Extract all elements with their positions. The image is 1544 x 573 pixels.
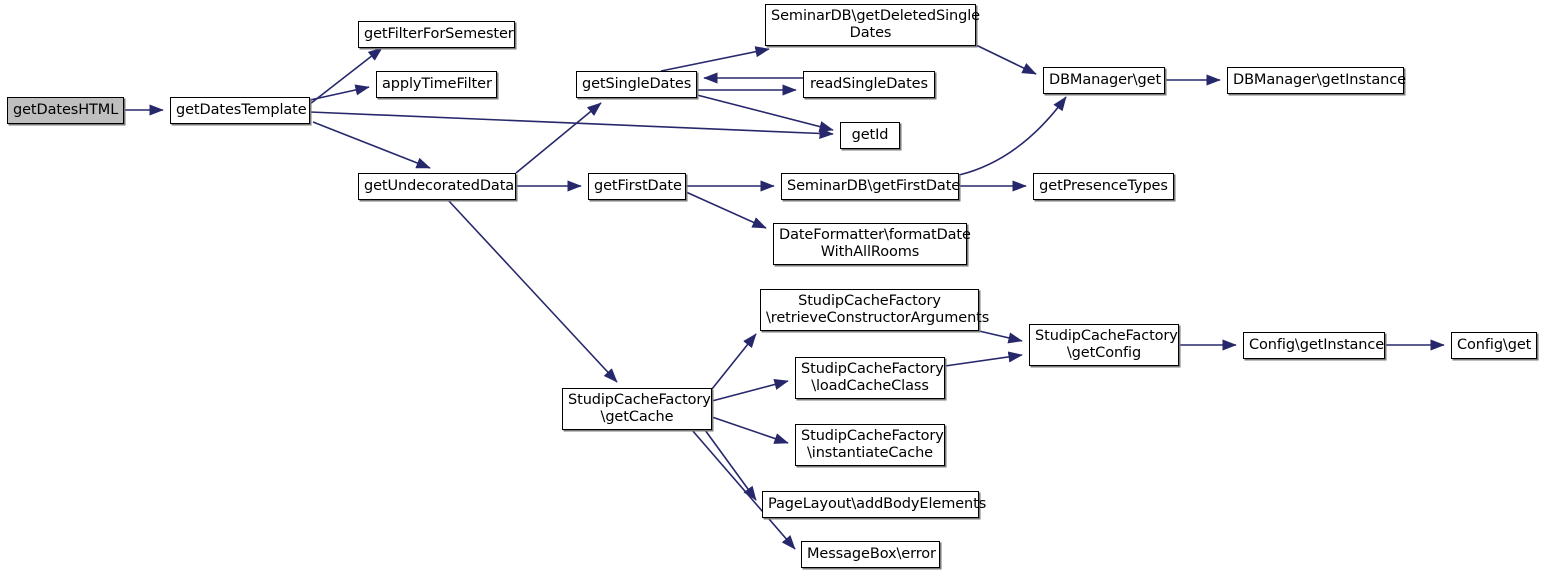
edge-getSingleDates-to-getDeletedSingleDates — [660, 46, 770, 72]
node-instantiateCache[interactable]: StudipCacheFactory \instantiateCache — [795, 424, 945, 466]
edge-getCache-to-loadCacheClass — [711, 379, 789, 402]
node-getDatesTemplate[interactable]: getDatesTemplate — [170, 97, 310, 124]
node-label-ConfigGet: Config\get — [1457, 337, 1532, 353]
node-getFilterForSemester[interactable]: getFilterForSemester — [358, 21, 515, 48]
edge-getUndecoratedData-to-getCache — [447, 199, 618, 383]
edge-retrieveConstructorArguments-to-getConfig — [978, 330, 1023, 344]
node-label-getUndecoratedData: getUndecoratedData — [364, 178, 515, 194]
node-applyTimeFilter[interactable]: applyTimeFilter — [376, 71, 497, 98]
node-getId[interactable]: getId — [840, 122, 900, 149]
node-label-getDatesTemplate: getDatesTemplate — [176, 102, 307, 118]
node-label-getId: getId — [851, 127, 889, 143]
node-label-getDeletedSingleDates: SeminarDB\getDeletedSingle Dates — [771, 8, 980, 41]
node-ConfigGet[interactable]: Config\get — [1451, 332, 1537, 359]
node-label-getFilterForSemester: getFilterForSemester — [364, 26, 514, 42]
edge-getDatesTemplate-to-getId — [309, 111, 834, 140]
node-addBodyElements[interactable]: PageLayout\addBodyElements — [762, 491, 987, 518]
node-loadCacheClass[interactable]: StudipCacheFactory \loadCacheClass — [795, 357, 945, 399]
node-DBManagerGetInstance[interactable]: DBManager\getInstance — [1227, 67, 1406, 94]
node-DBManagerGet[interactable]: DBManager\get — [1043, 67, 1165, 94]
node-label-getConfig: StudipCacheFactory \getConfig — [1035, 328, 1178, 361]
node-label-getCache: StudipCacheFactory \getCache — [568, 392, 711, 425]
edge-getCache-to-instantiateCache — [711, 416, 789, 444]
node-label-DBManagerGet: DBManager\get — [1049, 72, 1162, 88]
edge-getCache-to-retrieveConstructorArguments — [711, 333, 757, 390]
node-label-formatDateWithAllRooms: DateFormatter\formatDate WithAllRooms — [779, 227, 971, 260]
node-label-instantiateCache: StudipCacheFactory \instantiateCache — [801, 428, 944, 461]
node-getFirstDate[interactable]: getFirstDate — [588, 173, 686, 200]
node-label-getSingleDates: getSingleDates — [582, 76, 692, 92]
node-label-getDatesHTML: getDatesHTML — [13, 102, 119, 118]
node-messageBoxError[interactable]: MessageBox\error — [801, 541, 940, 568]
node-label-retrieveConstructorArguments: StudipCacheFactory \retrieveConstructorA… — [766, 293, 990, 326]
node-getDatesHTML[interactable]: getDatesHTML — [7, 97, 124, 124]
edge-getCache-to-messageBoxError — [691, 429, 796, 550]
node-label-loadCacheClass: StudipCacheFactory \loadCacheClass — [801, 361, 944, 394]
node-getSingleDates[interactable]: getSingleDates — [576, 71, 697, 98]
edge-getDatesTemplate-to-applyTimeFilter — [309, 84, 370, 101]
node-getDeletedSingleDates[interactable]: SeminarDB\getDeletedSingle Dates — [765, 4, 980, 46]
node-label-getFirstDate: getFirstDate — [594, 178, 682, 194]
edge-getFirstDate-to-formatDateWithAllRooms — [685, 191, 767, 229]
edge-loadCacheClass-to-getConfig — [944, 351, 1023, 367]
node-getUndecoratedData[interactable]: getUndecoratedData — [358, 173, 516, 200]
node-getPresenceTypes[interactable]: getPresenceTypes — [1033, 173, 1174, 200]
edge-getDatesTemplate-to-getUndecoratedData — [312, 121, 431, 169]
node-getCache[interactable]: StudipCacheFactory \getCache — [562, 388, 712, 430]
node-label-getPresenceTypes: getPresenceTypes — [1039, 178, 1168, 194]
node-label-SeminarDBGetFirstDate: SeminarDB\getFirstDate — [787, 178, 961, 194]
node-label-DBManagerGetInstance: DBManager\getInstance — [1233, 72, 1406, 88]
node-label-readSingleDates: readSingleDates — [810, 76, 928, 92]
edge-getDatesTemplate-to-getFilterForSemester — [309, 47, 383, 105]
node-label-ConfigGetInstance: Config\getInstance — [1249, 337, 1385, 353]
edge-getUndecoratedData-to-getSingleDates — [515, 102, 602, 174]
edge-getDeletedSingleDates-to-DBManagerGet — [975, 44, 1037, 75]
node-getConfig[interactable]: StudipCacheFactory \getConfig — [1029, 324, 1179, 366]
edge-SeminarDBGetFirstDate-to-DBManagerGet — [958, 96, 1067, 176]
node-ConfigGetInstance[interactable]: Config\getInstance — [1243, 332, 1385, 359]
node-label-addBodyElements: PageLayout\addBodyElements — [768, 496, 987, 512]
node-readSingleDates[interactable]: readSingleDates — [803, 71, 935, 98]
node-SeminarDBGetFirstDate[interactable]: SeminarDB\getFirstDate — [781, 173, 961, 200]
node-formatDateWithAllRooms[interactable]: DateFormatter\formatDate WithAllRooms — [773, 223, 971, 265]
node-label-messageBoxError: MessageBox\error — [807, 546, 936, 562]
node-label-applyTimeFilter: applyTimeFilter — [382, 76, 492, 92]
node-retrieveConstructorArguments[interactable]: StudipCacheFactory \retrieveConstructorA… — [760, 289, 990, 331]
edge-getSingleDates-to-getId — [696, 94, 834, 133]
edge-getCache-to-addBodyElements — [704, 429, 757, 501]
